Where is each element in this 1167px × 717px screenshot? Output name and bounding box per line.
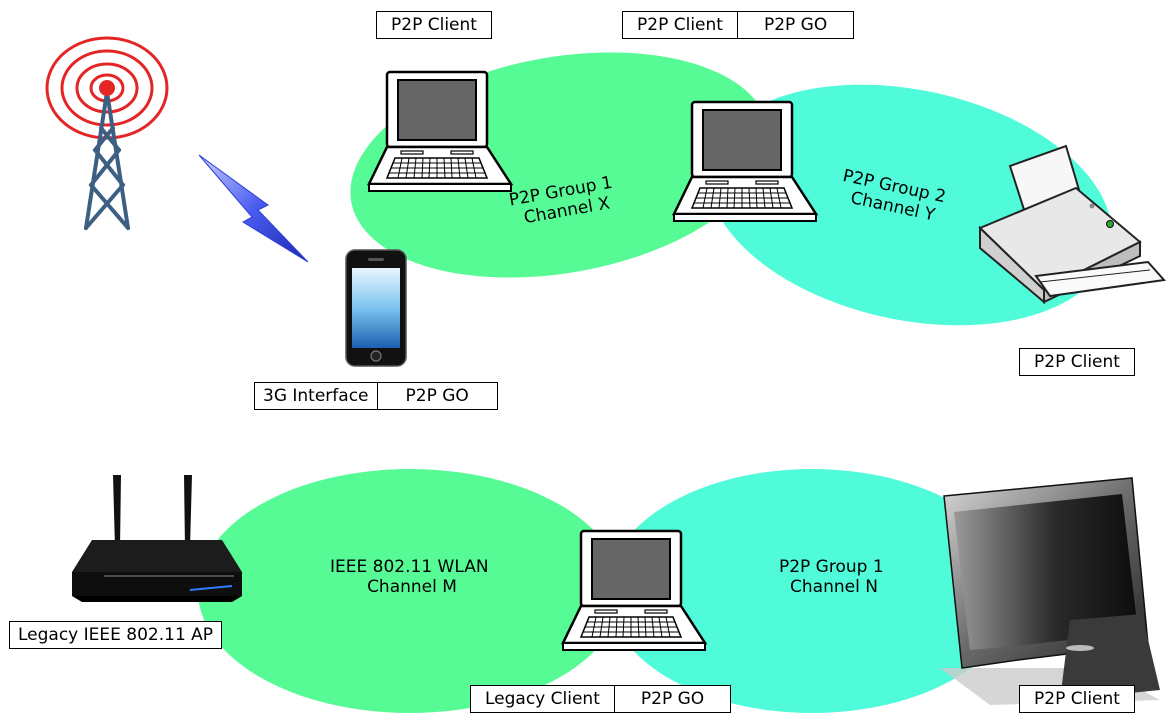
monitor-role-label: P2P Client [1019,685,1135,713]
role-p2p-client: P2P Client [391,15,477,35]
laptop-middle-role-label: P2P Client P2P GO [622,11,855,39]
role-p2p-client: P2P Client [1034,352,1120,372]
role-legacy-client: Legacy Client [485,689,600,709]
bottom-laptop-role-label: Legacy Client P2P GO [470,685,732,713]
role-p2p-client: P2P Client [637,15,723,35]
p2p-group-bottom-label: P2P Group 1 Channel N [779,557,889,597]
wifi-router-icon [72,475,242,602]
role-p2p-go: P2P GO [376,383,497,409]
monitor-icon [940,477,1160,705]
role-p2p-go: P2P GO [613,686,730,712]
laptop-left-role-label: P2P Client [376,11,492,39]
router-role-label: Legacy IEEE 802.11 AP [9,621,223,649]
p2p-group-bottom-ellipse [607,469,1017,713]
wlan-ellipse [198,469,622,713]
role-p2p-go: P2P GO [736,12,853,38]
role-legacy-ap: Legacy IEEE 802.11 AP [18,625,214,645]
role-p2p-client: P2P Client [1034,689,1120,709]
phone-role-label: 3G Interface P2P GO [254,382,498,410]
role-3g-interface: 3G Interface [263,386,369,406]
lightning-icon [198,154,309,263]
printer-role-label: P2P Client [1019,348,1135,376]
cell-tower-icon [45,36,169,230]
printer-icon [978,144,1166,305]
smartphone-icon [345,249,407,367]
wlan-label: IEEE 802.11 WLAN Channel M [330,557,494,597]
